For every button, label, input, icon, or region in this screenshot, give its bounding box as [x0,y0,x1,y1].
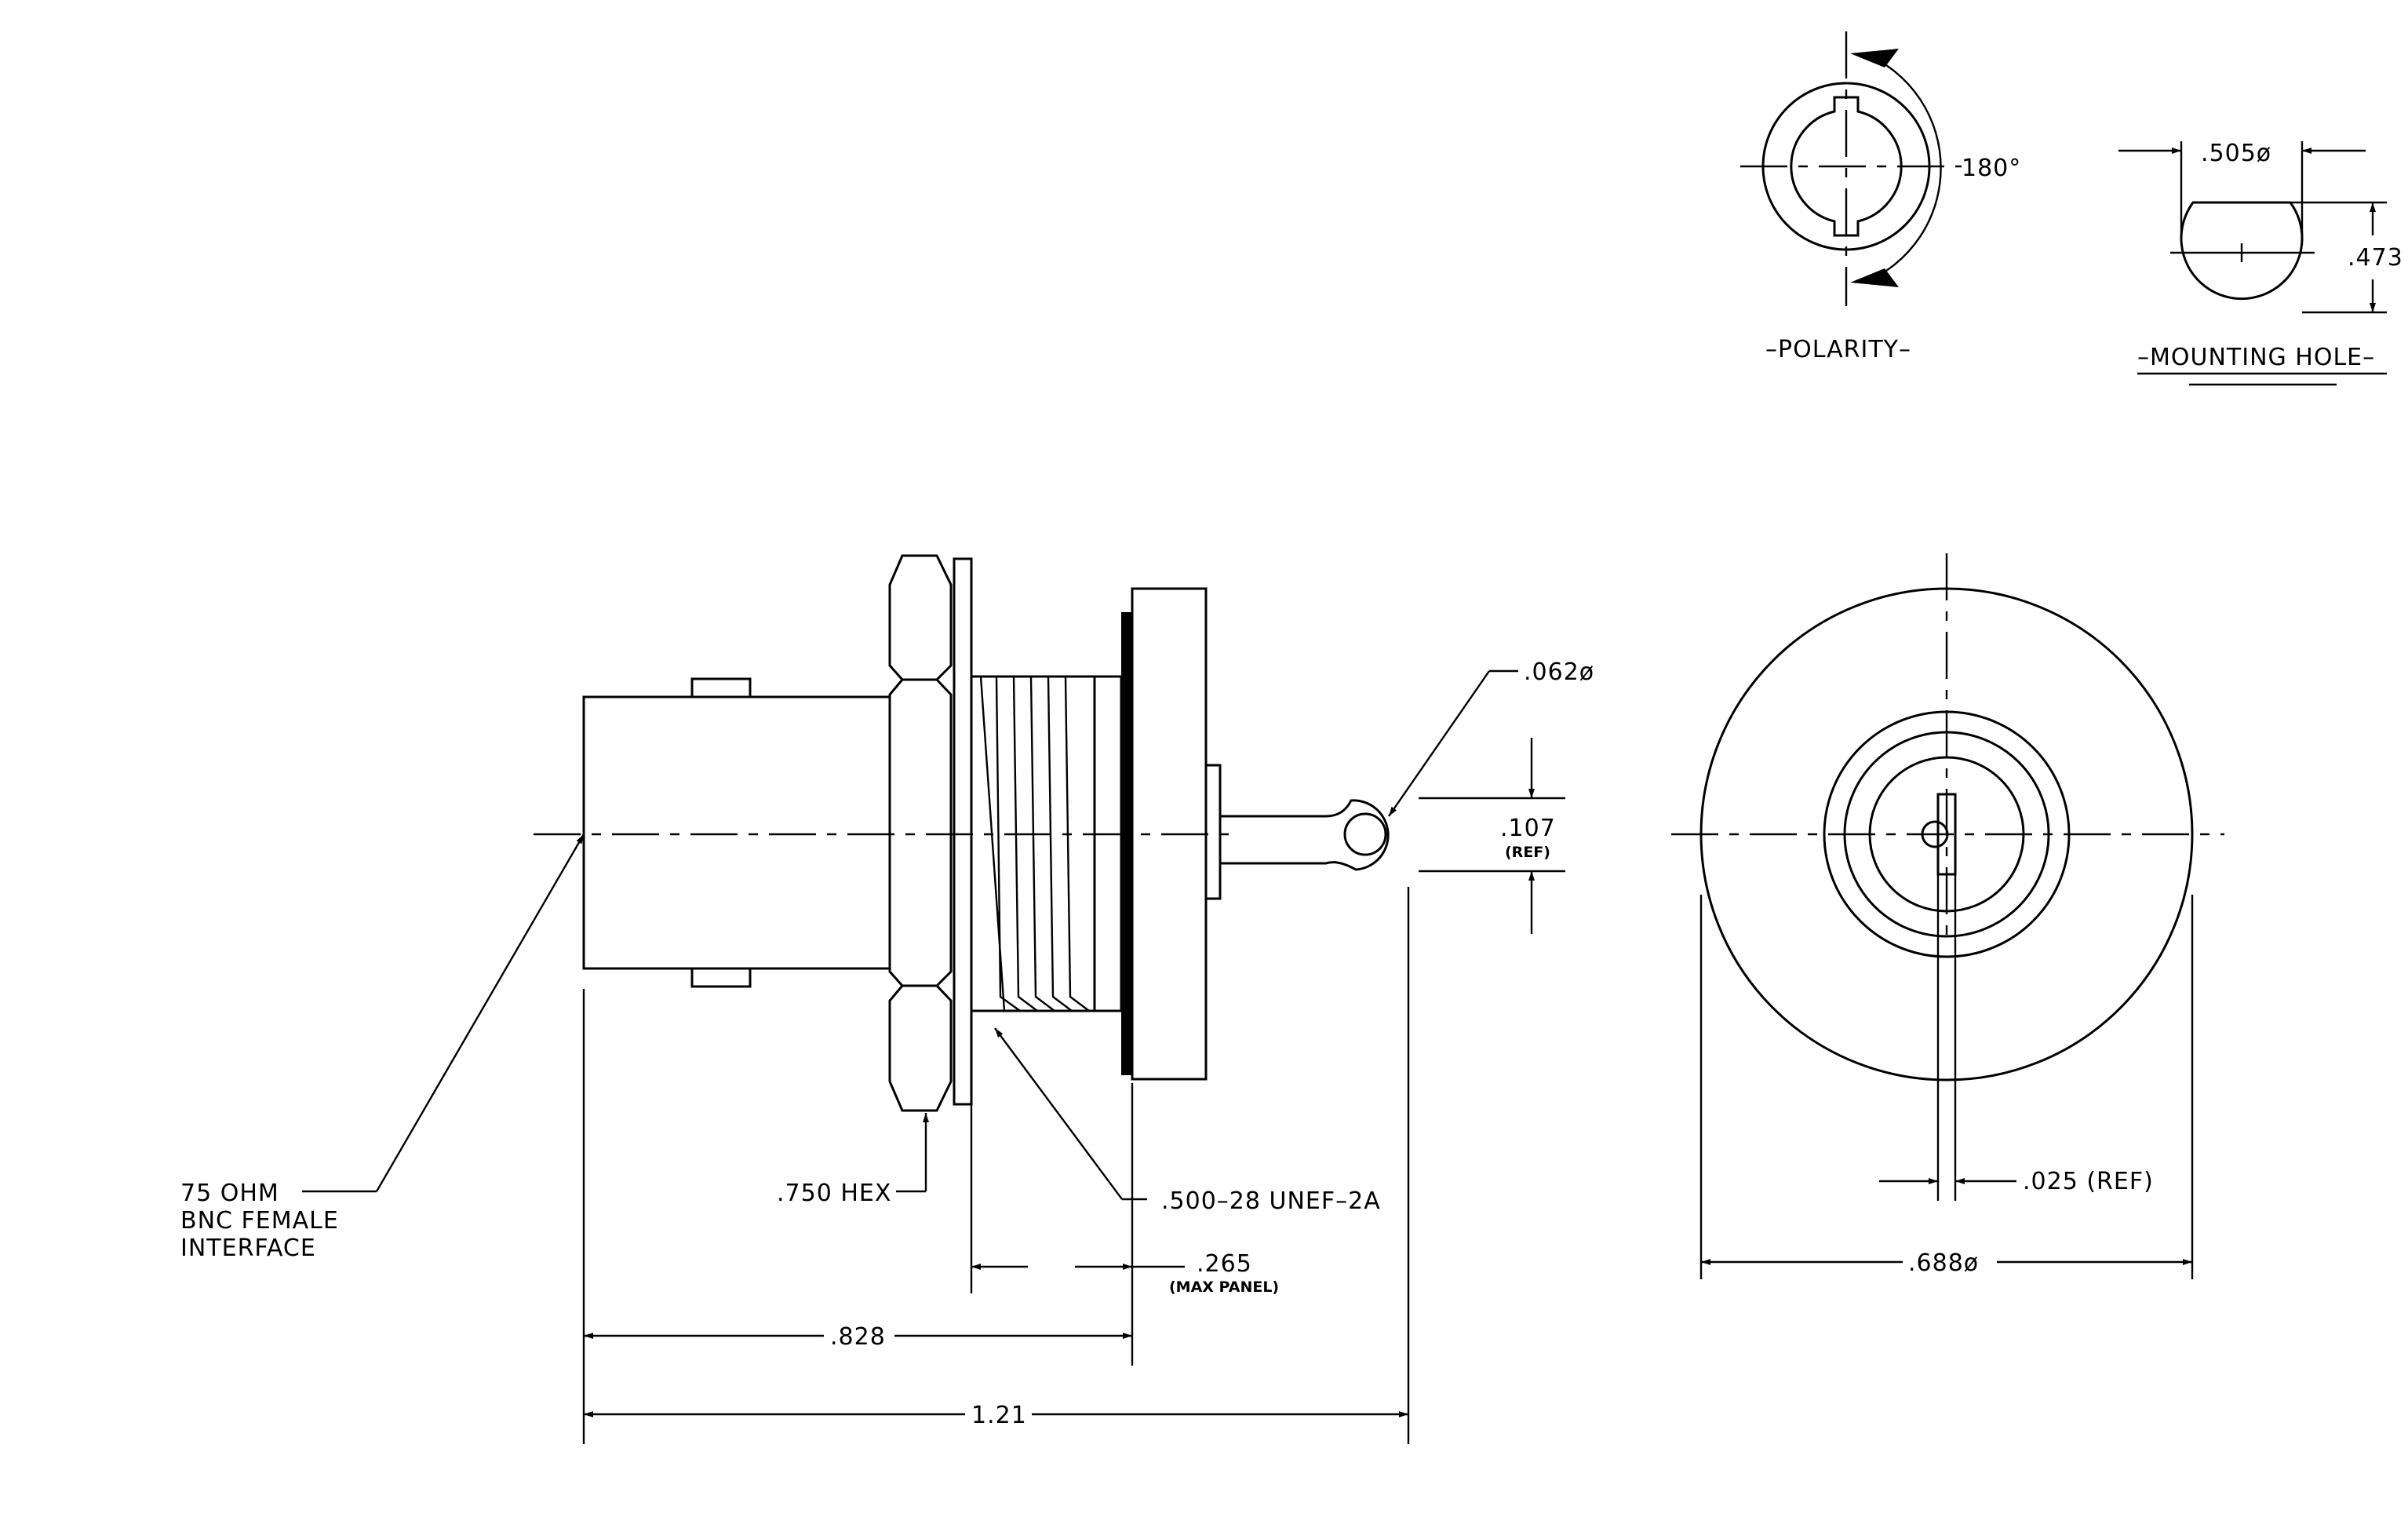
polarity-arrow-bottom [1850,268,1899,287]
rear-insulator [1204,764,1222,900]
hex-label: .750 HEX [777,1180,891,1207]
front-view: .025 (REF) .688ø [1671,553,2224,1279]
dia-062-leader [1388,670,1490,817]
polarity-title: –POLARITY– [1765,336,1911,363]
thread-leader [994,1027,1123,1200]
hex-nut-top [888,554,953,681]
side-view: 75 OHM BNC FEMALE INTERFACE .750 HEX .50… [180,554,1594,1444]
shoulder [1093,675,1123,1012]
dim-828-label: .828 [830,1323,886,1351]
polarity-view: 180° –POLARITY– [1740,31,2021,363]
angle-180-label: 180° [1962,155,2021,182]
dim-107-label: .107 [1500,815,1556,842]
solder-tab [1219,799,1390,871]
dia-062-label: .062ø [1524,658,1594,686]
interface-label-2: BNC FEMALE [180,1207,339,1235]
thread-lines [979,676,1090,1012]
hex-nut-bottom [888,984,953,1112]
dim-473-label: .473 [2348,244,2403,272]
dim-265-label: .265 [1197,1250,1252,1278]
polarity-arrow-top [1850,49,1899,67]
polarity-angle-arc [1863,52,1942,284]
bayonet-stud-bottom [690,967,752,988]
hex-nut-middle [888,678,953,987]
polarity-keyed-pin [1790,96,1903,237]
mounting-hole-title: –MOUNTING HOLE– [2137,344,2375,371]
dia-688-label: .688ø [1908,1249,1979,1277]
max-panel-label: (MAX PANEL) [1169,1278,1279,1296]
interface-leader [375,833,585,1192]
interface-label-3: INTERFACE [180,1235,316,1262]
bnc-body [582,695,891,970]
lock-washer [953,557,973,1106]
interface-label-1: 75 OHM [180,1180,279,1207]
bayonet-stud-top [690,677,752,698]
gasket [1121,612,1132,1075]
thread-label: .500–28 UNEF–2A [1161,1187,1381,1215]
mounting-hole-view: .505ø .473 –MOUNTING HOLE– [2118,140,2403,386]
dim-107-ref: (REF) [1505,844,1550,861]
dim-121-label: 1.21 [971,1402,1027,1429]
dia-505-label: .505ø [2201,140,2271,167]
solder-tab-hole [1343,812,1387,856]
dim-025-label: .025 (REF) [2023,1168,2154,1195]
